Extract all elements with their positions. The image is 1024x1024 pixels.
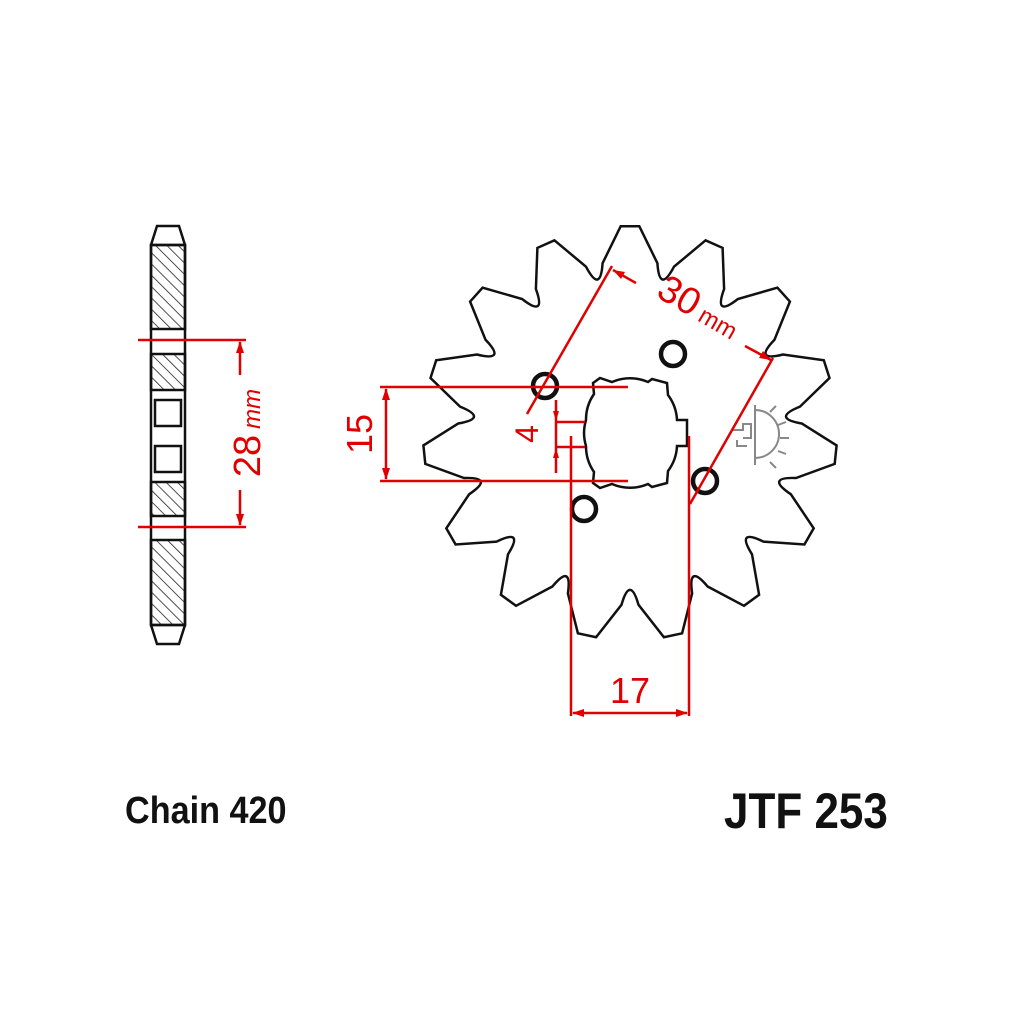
bolt-hole — [690, 466, 720, 496]
chain-label: Chain 420 — [125, 790, 287, 832]
bolt-hole — [658, 339, 688, 369]
splined-hub — [582, 376, 689, 490]
side-view — [149, 224, 187, 646]
side-pitch-value: 28 — [227, 435, 269, 477]
bolt-hole — [569, 494, 599, 524]
svg-text:28mm: 28 mm — [227, 389, 269, 477]
side-dimension: 28 mm — [138, 338, 269, 529]
svg-text:30mm: 30mm — [650, 267, 747, 348]
part-number: JTF 253 — [724, 783, 888, 839]
width-value: 17 — [610, 670, 650, 711]
offset-value: 4 — [509, 425, 545, 443]
sprocket-outline — [422, 224, 838, 639]
side-pitch-unit: mm — [239, 389, 266, 429]
height-value: 15 — [339, 414, 380, 454]
lamp-symbol-icon — [733, 405, 789, 469]
bolt-circle-unit: mm — [694, 302, 742, 345]
